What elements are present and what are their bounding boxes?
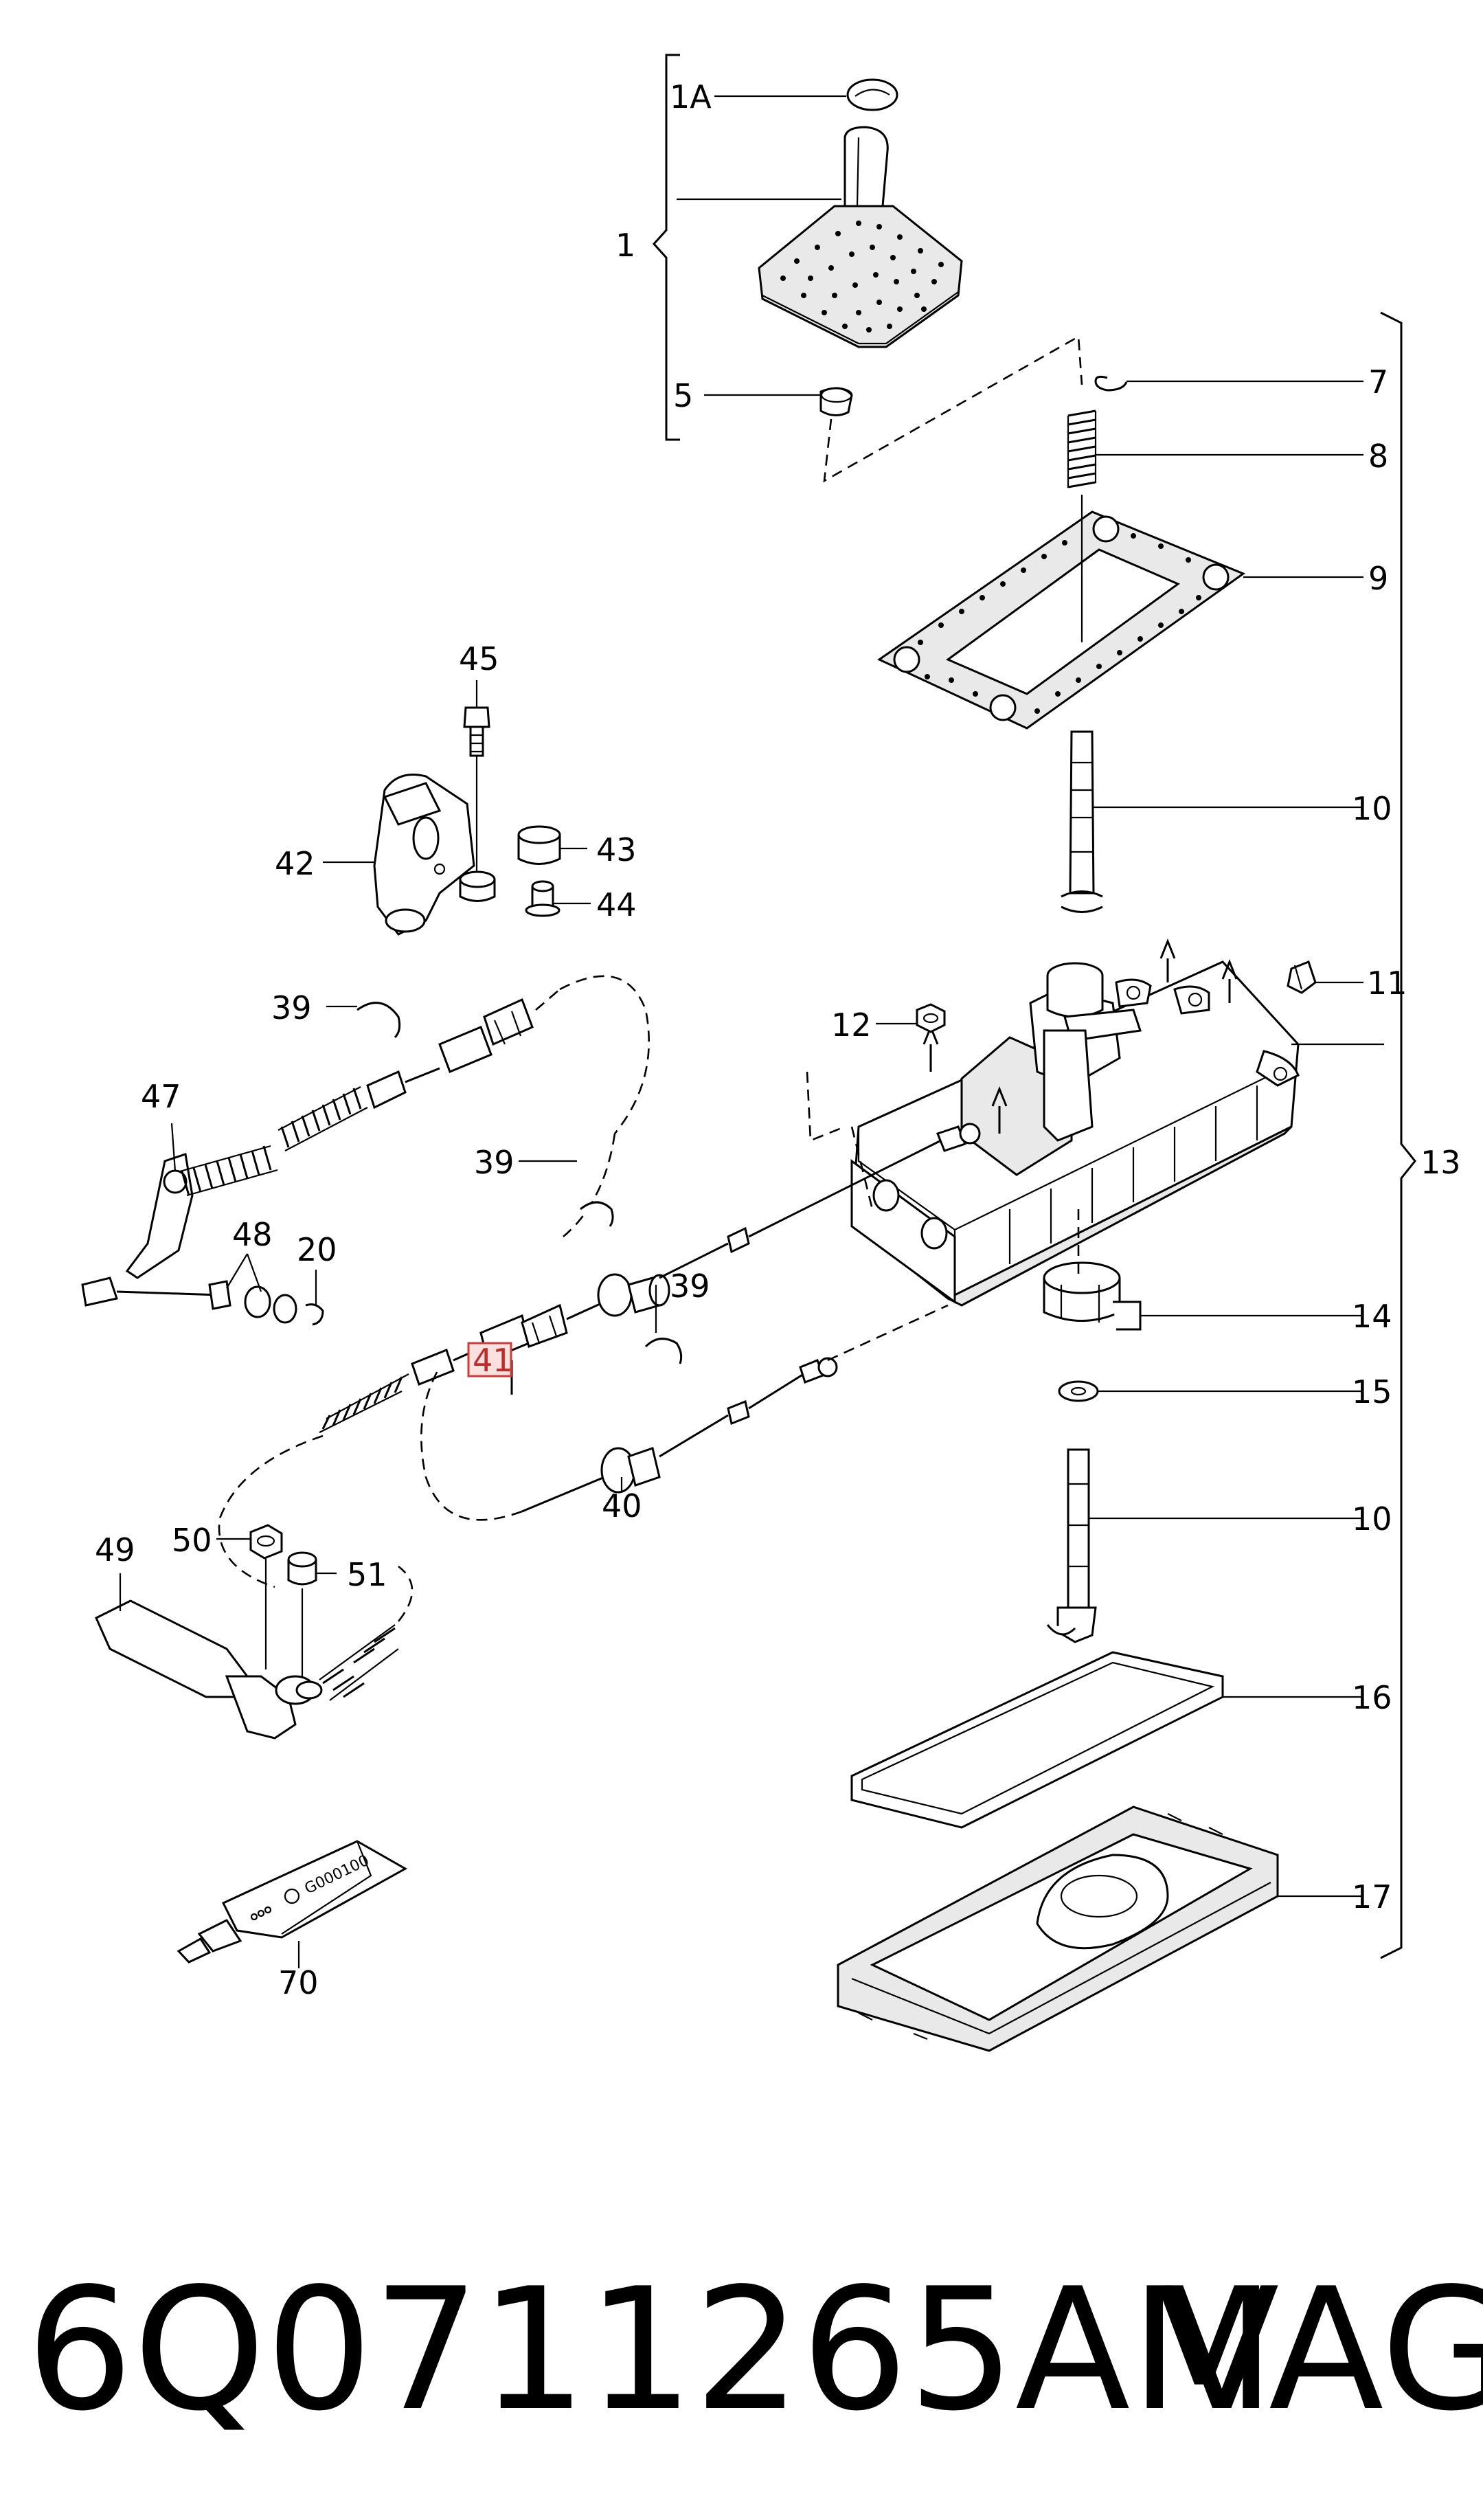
nut-50 [249, 1524, 283, 1669]
circlip-7 [1094, 375, 1128, 392]
shift-housing [850, 938, 1384, 1307]
callout-50: 50 [172, 1522, 212, 1559]
callouts: 1A 1 5 7 8 9 10 11 12 13 14 15 10 16 17 … [95, 78, 1461, 2001]
callout-48: 48 [232, 1216, 273, 1253]
sleeve-44 [525, 880, 561, 917]
callout-16: 16 [1352, 1679, 1392, 1716]
lever-49 [95, 1565, 414, 1740]
circlip-39-upper [356, 1002, 401, 1039]
grommet-under-bracket [459, 870, 496, 902]
knob-texture [780, 221, 944, 333]
bushing-43 [517, 825, 561, 865]
callout-9: 9 [1368, 560, 1388, 597]
callout-10-upper: 10 [1352, 790, 1392, 827]
cable-upper-left [81, 975, 650, 1326]
washer-15 [1058, 1380, 1099, 1402]
callout-20: 20 [297, 1231, 337, 1268]
circlip-39-lower [644, 1338, 683, 1364]
callout-44: 44 [596, 886, 637, 923]
callout-47: 47 [141, 1078, 181, 1115]
nut-12 [916, 1003, 946, 1033]
callout-12: 12 [831, 1006, 872, 1044]
callout-17: 17 [1352, 1878, 1392, 1915]
gasket-9 [876, 510, 1246, 730]
callout-43: 43 [596, 831, 637, 868]
bracket-42 [373, 774, 475, 936]
bracket-13 [1380, 311, 1416, 1959]
callout-14: 14 [1352, 1298, 1392, 1335]
bushing-14 [1043, 1261, 1142, 1331]
gear-knob [758, 126, 963, 348]
callout-13: 13 [1420, 1144, 1461, 1181]
callout-5: 5 [673, 377, 693, 414]
cap-51 [287, 1551, 317, 1676]
clip-5 [819, 387, 853, 416]
spring-8 [1067, 409, 1097, 488]
callout-70: 70 [278, 1964, 319, 2001]
part-number: 6Q0711265AM [26, 2252, 1276, 2448]
bracket-1 [652, 54, 680, 441]
grease-tube-70: G000100 [177, 1840, 408, 1964]
shift-rod-lower [1046, 1209, 1097, 1643]
callout-1a: 1A [670, 78, 712, 115]
seal-16 [850, 1651, 1224, 1829]
callout-39-middle: 39 [474, 1144, 514, 1181]
callout-49: 49 [95, 1531, 135, 1568]
clip-11 [1287, 960, 1317, 994]
circlip-39-middle [580, 1201, 614, 1227]
callout-15: 15 [1352, 1373, 1392, 1410]
callout-11: 11 [1367, 965, 1407, 1002]
callout-45: 45 [459, 640, 499, 677]
callout-39-lower: 39 [670, 1268, 710, 1305]
leader-lines [119, 95, 1363, 1968]
callout-7: 7 [1368, 363, 1388, 401]
callout-51: 51 [347, 1556, 387, 1593]
cable-40 [420, 1071, 949, 1521]
footer: 6Q0711265AM VAG [26, 2252, 1483, 2448]
knob-cap-1a [846, 78, 898, 111]
shift-rod-upper [1061, 495, 1103, 913]
callout-41-highlight [467, 1342, 512, 1377]
base-plate-17 [837, 1805, 1279, 2052]
brand-name: VAG [1164, 2252, 1483, 2448]
callout-8: 8 [1368, 438, 1388, 475]
callout-42: 42 [275, 845, 315, 882]
align-knob-rod [823, 335, 1083, 483]
callout-40: 40 [602, 1487, 642, 1525]
callout-41: 41 [473, 1342, 513, 1379]
callout-1: 1 [615, 227, 635, 264]
callout-39-upper: 39 [271, 989, 312, 1026]
callout-10-lower: 10 [1352, 1500, 1392, 1538]
bolt-45 [463, 706, 490, 876]
